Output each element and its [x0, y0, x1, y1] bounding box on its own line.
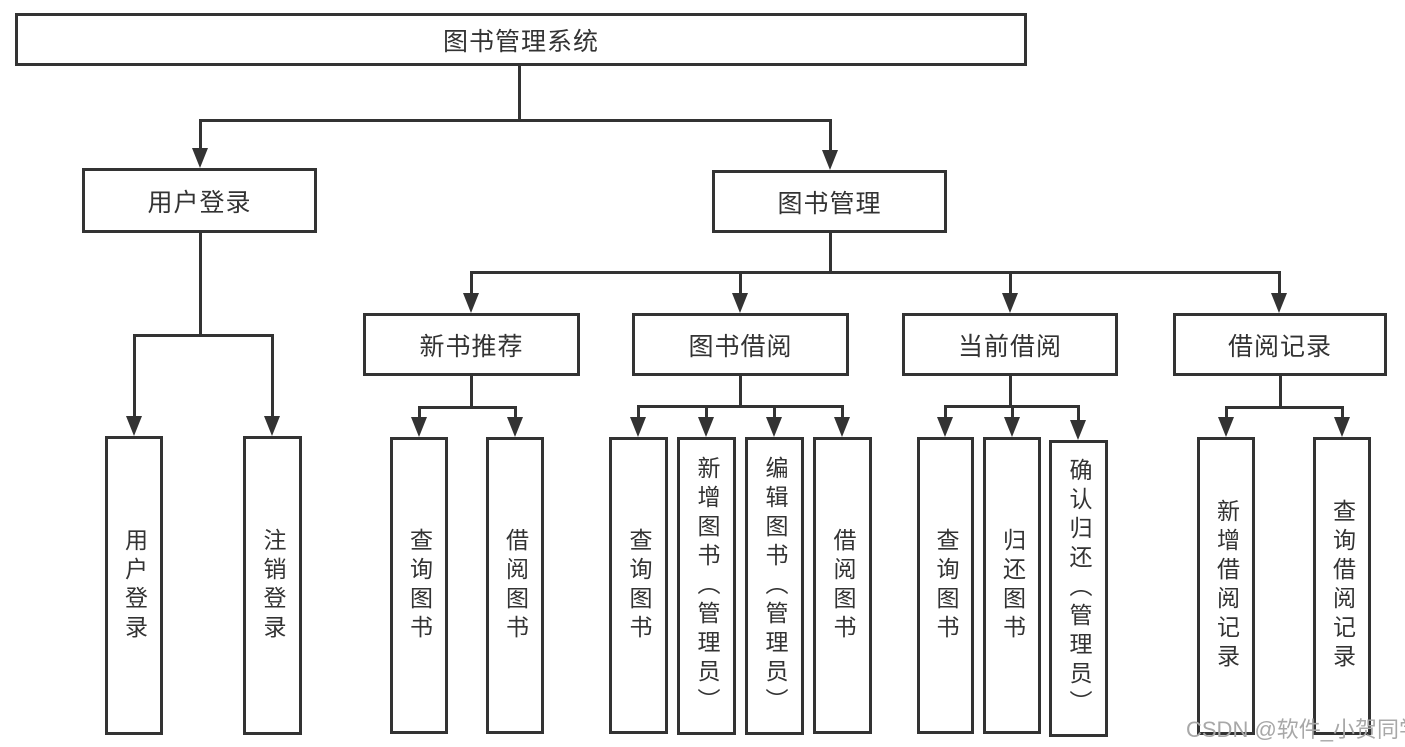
arrow-down-book-borrowing — [732, 293, 748, 313]
connector-nbr-split — [418, 406, 517, 409]
node-label: 查询图书 — [933, 527, 959, 644]
node-book-borrowing: 图书借阅 — [632, 313, 849, 376]
arrow-down-leaf-login — [126, 416, 142, 436]
node-label: 查询借阅记录 — [1329, 499, 1356, 673]
node-label: 注销登录 — [260, 527, 286, 644]
connector-user-login-split — [133, 334, 274, 337]
arrow-down-bb-borrow-books — [834, 417, 850, 437]
node-bb-query-books: 查询图书 — [609, 437, 668, 734]
node-label: 当前借阅 — [957, 332, 1062, 361]
node-label: 借阅记录 — [1227, 332, 1332, 361]
connector-nbr-down — [470, 376, 473, 409]
arrow-down-new-book-recommend — [463, 293, 479, 313]
arrow-down-cb-query-books — [937, 417, 953, 437]
connector-bb-down — [739, 376, 742, 408]
node-label: 查询图书 — [406, 527, 433, 644]
connector-leaf-logout-stem — [271, 334, 274, 418]
connector-br-leaf2-stem — [1341, 406, 1344, 419]
connector-user-login-down — [199, 233, 202, 337]
arrow-down-bb-add-books — [698, 417, 714, 437]
connector-cb-leaf2-stem — [1011, 405, 1014, 419]
arrow-down-cb-confirm-return — [1070, 420, 1086, 440]
arrow-down-book-management — [822, 150, 838, 170]
connector-bb-stem — [739, 271, 742, 295]
connector-nbr-leaf2-stem — [514, 406, 517, 419]
arrow-down-nbr-borrow-books — [507, 417, 523, 437]
arrow-down-leaf-logout — [264, 416, 280, 436]
node-book-management: 图书管理 — [712, 170, 947, 233]
node-label: 新书推荐 — [419, 332, 524, 361]
node-cb-query-books: 查询图书 — [917, 437, 974, 734]
connector-br-split — [1225, 406, 1344, 409]
node-cb-return-books: 归还图书 — [983, 437, 1041, 734]
node-label: 借阅图书 — [502, 527, 529, 644]
node-borrowing-records: 借阅记录 — [1173, 313, 1387, 376]
csdn-watermark: CSDN @软件_小贺同学 — [1186, 717, 1405, 742]
connector-level2-hline — [199, 119, 832, 122]
connector-user-login-stem — [199, 119, 202, 150]
arrow-down-current-borrowing — [1002, 293, 1018, 313]
node-bb-borrow-books: 借阅图书 — [813, 437, 872, 734]
node-user-login-branch: 用户登录 — [82, 168, 317, 233]
node-label: 用户登录 — [147, 188, 252, 217]
connector-bb-leaf2-stem — [705, 405, 708, 419]
node-label: 编辑图书（管理员） — [762, 455, 788, 717]
connector-book-management-stem — [829, 119, 832, 152]
arrow-down-bb-edit-books — [766, 417, 782, 437]
node-new-book-recommend: 新书推荐 — [363, 313, 580, 376]
connector-cb-stem — [1009, 271, 1012, 295]
node-bb-edit-books: 编辑图书（管理员） — [745, 437, 804, 735]
connector-cb-leaf1-stem — [944, 405, 947, 419]
connector-bb-split — [637, 405, 844, 408]
node-label: 图书管理 — [777, 189, 882, 218]
node-library-management-system: 图书管理系统 — [15, 13, 1027, 66]
node-label: 图书管理系统 — [442, 27, 599, 56]
arrow-down-user-login — [192, 148, 208, 168]
node-br-add-record: 新增借阅记录 — [1197, 437, 1255, 735]
arrow-down-bb-query-books — [630, 417, 646, 437]
node-nbr-query-books: 查询图书 — [390, 437, 448, 734]
connector-bb-leaf3-stem — [773, 405, 776, 419]
node-label: 用户登录 — [121, 527, 148, 644]
node-label: 新增图书（管理员） — [694, 455, 720, 717]
arrow-down-br-add-record — [1218, 417, 1234, 437]
node-label: 确认归还（管理员） — [1066, 458, 1092, 719]
node-cb-confirm-return: 确认归还（管理员） — [1049, 440, 1108, 737]
arrow-down-borrowing-records — [1271, 293, 1287, 313]
node-label: 归还图书 — [999, 527, 1026, 644]
connector-bb-leaf4-stem — [841, 405, 844, 419]
node-label: 新增借阅记录 — [1213, 499, 1240, 673]
connector-leaf-login-stem — [133, 334, 136, 418]
arrow-down-cb-return-books — [1004, 417, 1020, 437]
connector-nbr-leaf1-stem — [418, 406, 421, 419]
connector-br-down — [1279, 376, 1282, 409]
connector-bb-leaf1-stem — [637, 405, 640, 419]
connector-br-stem — [1278, 271, 1281, 295]
node-label: 借阅图书 — [830, 527, 856, 644]
connector-br-leaf1-stem — [1225, 406, 1228, 419]
connector-book-management-down — [829, 233, 832, 274]
node-br-query-record: 查询借阅记录 — [1313, 437, 1371, 735]
arrow-down-br-query-record — [1334, 417, 1350, 437]
connector-root-stem — [518, 66, 521, 122]
node-bb-add-books: 新增图书（管理员） — [677, 437, 736, 735]
node-label: 图书借阅 — [688, 332, 793, 361]
node-label: 查询图书 — [626, 527, 652, 644]
node-leaf-logout: 注销登录 — [243, 436, 302, 735]
connector-cb-down — [1009, 376, 1012, 408]
node-nbr-borrow-books: 借阅图书 — [486, 437, 544, 734]
node-leaf-user-login: 用户登录 — [105, 436, 163, 735]
connector-nbr-stem — [470, 271, 473, 295]
connector-cb-leaf3-stem — [1077, 405, 1080, 421]
arrow-down-nbr-query-books — [411, 417, 427, 437]
connector-level3-hline — [470, 271, 1281, 274]
node-current-borrowing: 当前借阅 — [902, 313, 1118, 376]
